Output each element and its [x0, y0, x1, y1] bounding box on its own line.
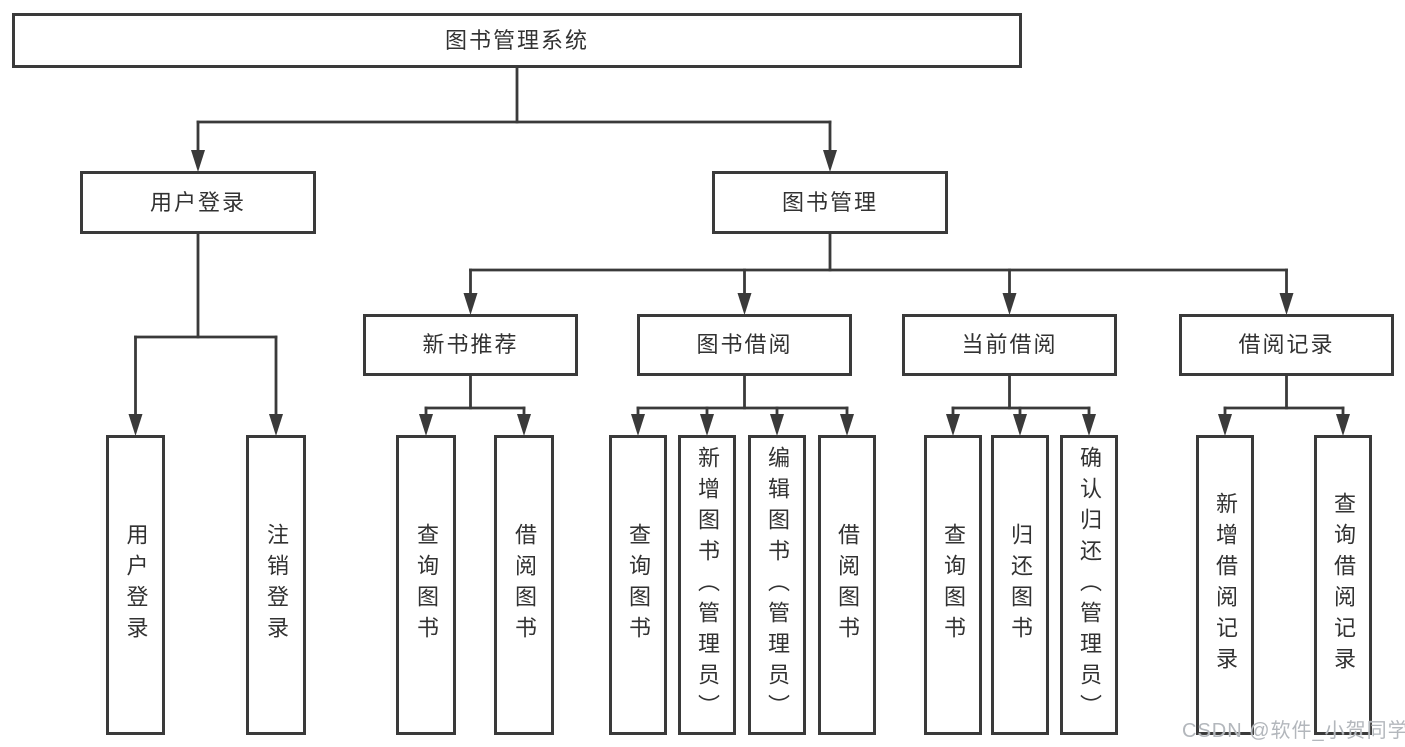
arrowhead-icon: [1082, 414, 1096, 436]
node-label-book-borrow: 图书借阅: [696, 332, 793, 357]
node-current-borrow: 当前借阅: [902, 314, 1117, 376]
node-label-book-mgmt: 图书管理: [781, 189, 878, 215]
arrowhead-icon: [1013, 414, 1027, 436]
node-label-cb-confirm: 确认归还（管理员）: [1077, 445, 1102, 725]
node-bb-borrow: 借阅图书: [818, 435, 876, 735]
arrowhead-icon: [517, 414, 531, 436]
node-cb-query: 查询图书: [924, 435, 982, 735]
arrowhead-icon: [463, 293, 478, 315]
node-label-user-login: 用户登录: [149, 189, 246, 215]
node-label-cb-return: 归还图书: [1008, 523, 1033, 647]
node-label-cb-query: 查询图书: [941, 523, 966, 647]
node-label-nb-borrow: 借阅图书: [512, 523, 537, 647]
arrowhead-icon: [737, 293, 752, 315]
node-bb-query: 查询图书: [609, 435, 667, 735]
arrowhead-icon: [823, 150, 837, 172]
node-label-borrow-records: 借阅记录: [1238, 332, 1335, 357]
arrowhead-icon: [128, 414, 143, 436]
node-label-bb-query: 查询图书: [626, 523, 651, 647]
node-br-add: 新增借阅记录: [1196, 435, 1254, 735]
arrowhead-icon: [1336, 414, 1350, 436]
node-label-nb-query: 查询图书: [414, 523, 439, 647]
arrowhead-icon: [1218, 414, 1232, 436]
node-label-op-logout: 注销登录: [264, 523, 289, 647]
node-label-root: 图书管理系统: [444, 27, 589, 53]
node-book-mgmt: 图书管理: [712, 171, 948, 234]
node-label-br-query: 查询借阅记录: [1331, 492, 1356, 678]
node-label-bb-borrow: 借阅图书: [835, 523, 860, 647]
node-op-user-login: 用户登录: [106, 435, 165, 735]
arrowhead-icon: [840, 414, 854, 436]
node-root: 图书管理系统: [12, 13, 1022, 68]
node-user-login: 用户登录: [80, 171, 316, 234]
node-label-current-borrow: 当前借阅: [961, 332, 1058, 357]
node-bb-add: 新增图书（管理员）: [678, 435, 736, 735]
node-borrow-records: 借阅记录: [1179, 314, 1394, 376]
csdn-watermark: CSDN @软件_小贺同学: [1182, 720, 1405, 742]
node-bb-edit: 编辑图书（管理员）: [748, 435, 806, 735]
node-label-bb-edit: 编辑图书（管理员）: [765, 445, 790, 725]
node-nb-borrow: 借阅图书: [494, 435, 554, 735]
arrowhead-icon: [700, 414, 714, 436]
node-cb-return: 归还图书: [991, 435, 1049, 735]
node-label-bb-add: 新增图书（管理员）: [695, 445, 720, 725]
arrowhead-icon: [770, 414, 784, 436]
node-br-query: 查询借阅记录: [1314, 435, 1372, 735]
node-label-op-user-login: 用户登录: [123, 523, 149, 647]
node-book-borrow: 图书借阅: [637, 314, 852, 376]
node-new-book-rec: 新书推荐: [363, 314, 578, 376]
arrowhead-icon: [419, 414, 433, 436]
node-nb-query: 查询图书: [396, 435, 456, 735]
arrowhead-icon: [946, 414, 960, 436]
arrowhead-icon: [631, 414, 645, 436]
node-cb-confirm: 确认归还（管理员）: [1060, 435, 1118, 735]
arrowhead-icon: [191, 150, 205, 172]
arrowhead-icon: [1279, 293, 1294, 315]
node-label-new-book-rec: 新书推荐: [422, 332, 519, 357]
node-label-br-add: 新增借阅记录: [1213, 492, 1238, 678]
node-op-logout: 注销登录: [246, 435, 306, 735]
arrowhead-icon: [1002, 293, 1017, 315]
arrowhead-icon: [269, 414, 283, 436]
